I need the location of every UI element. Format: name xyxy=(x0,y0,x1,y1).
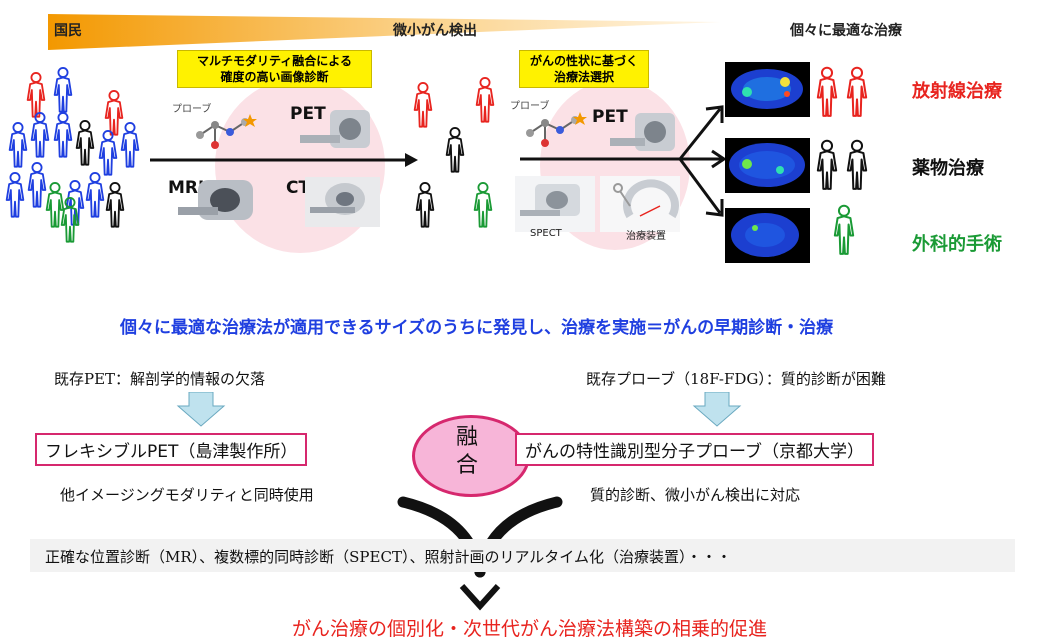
optimal-treatment-label: 個々に最適な治療 xyxy=(790,23,902,39)
down-arrow-left xyxy=(176,392,226,427)
probe-molecule-1 xyxy=(196,114,257,149)
ct-scanner-image xyxy=(305,177,380,227)
spect-label: SPECT xyxy=(530,228,562,239)
probe-molecule-2 xyxy=(526,112,587,147)
treatment-device-image xyxy=(600,176,680,232)
spect-scanner-image xyxy=(515,176,595,232)
probe-label-1: プローブ xyxy=(172,104,212,115)
mri-scanner-image xyxy=(178,180,253,220)
ct-label: CT xyxy=(286,178,311,198)
mri-label: MRI xyxy=(168,178,205,198)
pet-scanner-image-2 xyxy=(610,113,675,151)
flexible-pet-box: フレキシブルPET（島津製作所） xyxy=(35,433,308,466)
pet-scan-image-3 xyxy=(725,208,810,263)
pet-scan-image-1 xyxy=(725,62,810,117)
micro-cancer-detection-label: 微小がん検出 xyxy=(393,23,477,39)
drug-group xyxy=(808,130,883,200)
citizens-label: 国民 xyxy=(54,23,82,39)
drug-therapy-label: 薬物治療 xyxy=(912,158,984,179)
population-crowd xyxy=(0,60,160,250)
flow-arrow-2 xyxy=(520,105,727,217)
capabilities-text: 正確な位置診断（MR）、複数標的同時診断（SPECT）、照射計画のリアルタイム化… xyxy=(45,548,732,566)
multimodal-diagnosis-box: マルチモダリティ融合による 確度の高い画像診断 xyxy=(177,50,372,88)
radiation-therapy-label: 放射線治療 xyxy=(912,81,1002,102)
existing-pet-text: 既存PET：解剖学的情報の欠落 xyxy=(54,370,266,388)
molecular-probe-box: がんの特性識別型分子プローブ（京都大学） xyxy=(515,433,874,466)
progress-wedge xyxy=(48,14,720,50)
pet-label-1: PET xyxy=(290,104,326,124)
probe-feature-text: 質的診断、微小がん検出に対応 xyxy=(590,486,801,504)
headline: 個々に最適な治療法が適用できるサイズのうちに発見し、治療を実施＝がんの早期診断・… xyxy=(120,318,834,338)
surgery-group xyxy=(825,195,865,265)
pet-label-2: PET xyxy=(592,107,628,127)
fusion-ellipse xyxy=(412,415,530,497)
conclusion-text: がん治療の個別化・次世代がん治療法構築の相乗的促進 xyxy=(292,618,768,640)
surgery-label: 外科的手術 xyxy=(912,234,1002,255)
detected-group xyxy=(405,70,520,240)
pet-scan-image-2 xyxy=(725,138,810,193)
probe-label-2: プローブ xyxy=(510,101,550,112)
treatment-device-label: 治療装置 xyxy=(626,231,666,242)
pet-feature-text: 他イメージングモダリティと同時使用 xyxy=(60,486,314,504)
radiation-group xyxy=(808,55,883,125)
existing-probe-text: 既存プローブ（18F-FDG）：質的診断が困難 xyxy=(586,370,886,388)
flow-arrow-1 xyxy=(150,153,418,167)
fusion-label: 融合 xyxy=(455,425,478,478)
down-arrow-right xyxy=(692,392,742,427)
treatment-selection-box: がんの性状に基づく 治療法選択 xyxy=(519,50,649,88)
pet-scanner-image-1 xyxy=(300,110,370,148)
capabilities-band xyxy=(30,539,1015,572)
